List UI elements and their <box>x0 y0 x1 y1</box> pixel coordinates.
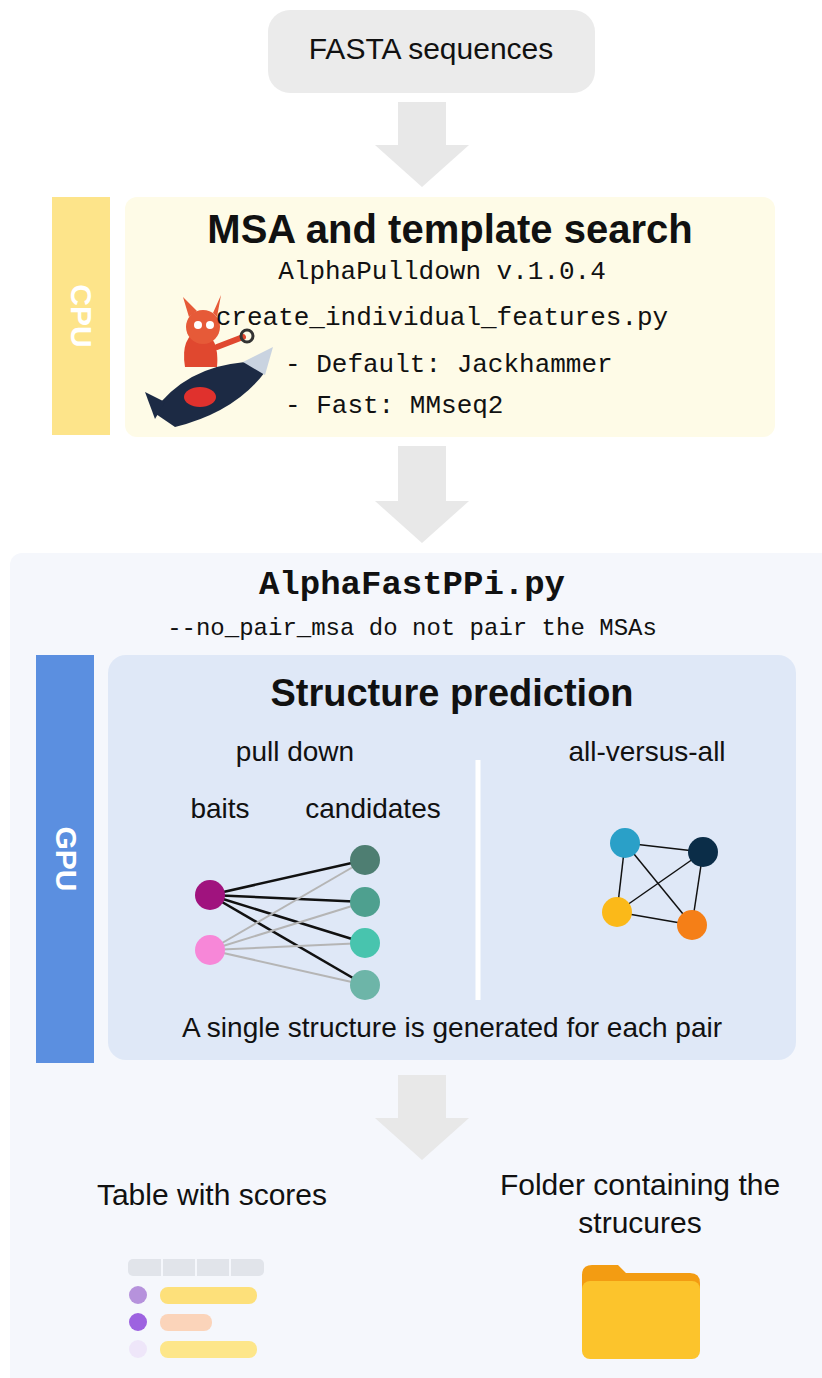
node-text: candidates <box>305 792 440 826</box>
pair-line <box>210 902 365 950</box>
node-text: --no_pair_msa do not pair the MSAs <box>167 615 657 644</box>
protein-node <box>195 880 225 910</box>
protein-node <box>350 845 380 875</box>
flow-arrow <box>375 1075 469 1160</box>
input-box: FASTA sequences <box>268 10 595 93</box>
flow-arrow <box>375 446 469 543</box>
protein-node <box>350 928 380 958</box>
output-label: Folder containing the strucures <box>470 1166 810 1241</box>
node-text: - Default: Jackhammer <box>285 350 613 381</box>
node-text: create_individual_features.py <box>216 303 668 334</box>
protein-node <box>688 837 718 867</box>
mascot-eye <box>206 321 214 329</box>
pipeline-panel: AlphaFastPPi.py --no_pair_msa do not pair… <box>10 553 822 1378</box>
protein-node <box>602 897 632 927</box>
node-title: GPU <box>47 826 83 891</box>
mascot-ears <box>183 295 221 317</box>
pair-line <box>625 843 692 925</box>
pair-line <box>210 943 365 950</box>
pair-line <box>210 860 365 950</box>
table-dot <box>129 1340 147 1358</box>
protein-node <box>610 828 640 858</box>
node-title: Structure prediction <box>270 671 633 717</box>
node-title: FASTA sequences <box>309 31 554 67</box>
pair-line <box>210 950 365 985</box>
pair-line <box>210 860 365 895</box>
protein-node <box>677 910 707 940</box>
node-text: AlphaPulldown v.1.0.4 <box>278 257 606 288</box>
node-text: - Fast: MMseq2 <box>285 391 503 422</box>
rocket-fin <box>145 392 165 419</box>
table-dot <box>129 1313 147 1331</box>
protein-node <box>350 970 380 1000</box>
msa-panel: MSA and template searchAlphaPulldown v.1… <box>125 197 775 437</box>
protein-node <box>195 935 225 965</box>
prediction-panel: Structure prediction pull down baits candid… <box>108 655 796 1060</box>
table-divider <box>162 1259 230 1276</box>
table-header <box>128 1259 264 1276</box>
pair-line <box>617 852 703 912</box>
pair-line <box>210 895 365 985</box>
table-bar <box>160 1341 257 1358</box>
node-title: AlphaFastPPi.py <box>259 565 565 606</box>
node-text: all-versus-all <box>568 735 725 769</box>
table-bar <box>160 1314 212 1331</box>
rocket <box>153 362 265 427</box>
output-label: Table with scores <box>52 1176 372 1214</box>
node-text: A single structure is generated for each… <box>182 1011 722 1045</box>
table-dot <box>129 1286 147 1304</box>
node-text: pull down <box>236 735 354 769</box>
mascot-arm <box>217 337 243 347</box>
folder-front <box>582 1281 700 1359</box>
flow-arrow <box>375 102 469 187</box>
cpu-band: CPU <box>52 197 110 435</box>
rocket-tip <box>243 347 273 375</box>
node-title: CPU <box>63 284 99 347</box>
table-bar <box>160 1287 257 1304</box>
node-title: MSA and template search <box>207 205 692 253</box>
divider <box>476 760 481 1000</box>
gpu-band: GPU <box>36 655 94 1063</box>
mascot-eye <box>194 321 202 329</box>
rocket-badge <box>184 387 216 407</box>
network-illustration <box>108 655 796 1060</box>
protein-node <box>350 887 380 917</box>
node-text: baits <box>190 792 249 826</box>
